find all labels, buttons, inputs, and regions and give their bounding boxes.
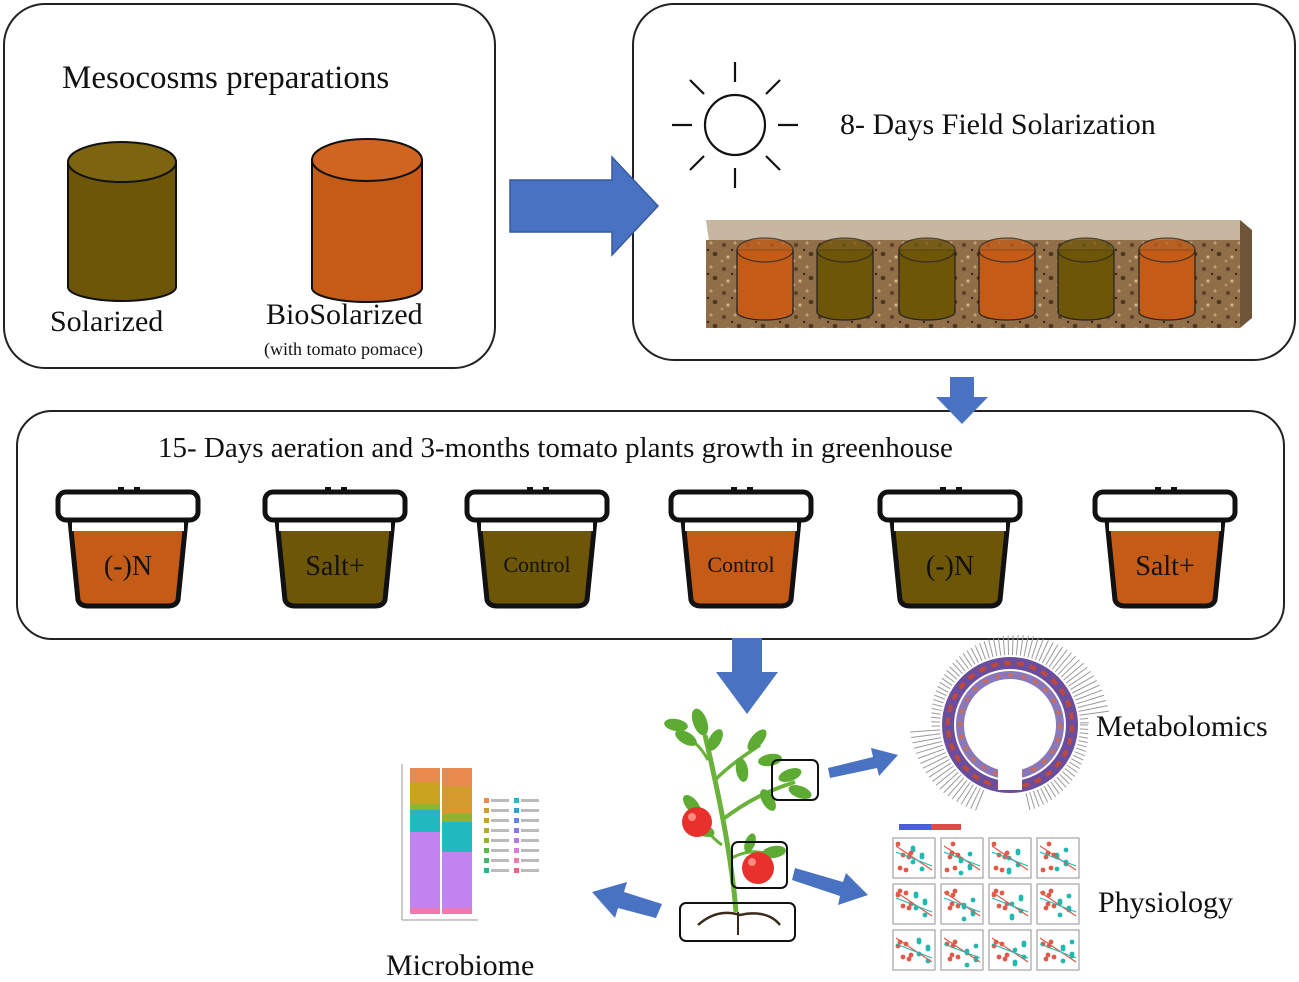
- greenhouse-pots: (-)N Salt+ Control Control (-)N Salt+: [58, 487, 1235, 606]
- arrow-to-microbiome: [592, 882, 662, 918]
- physiology-mini-plot: [989, 930, 1031, 970]
- microbiome-bar-segment: [442, 786, 472, 814]
- field-cylinder-biosolarized: [979, 238, 1035, 320]
- microbiome-bar-segment: [410, 768, 440, 782]
- pot-label: Salt+: [305, 551, 364, 582]
- pot-2: Salt+: [265, 487, 405, 606]
- pot-label: Control: [707, 552, 774, 577]
- microbiome-legend-swatch: [514, 838, 519, 843]
- microbiome-bar-segment: [442, 768, 472, 786]
- physiology-mini-plot: [989, 884, 1031, 924]
- microbiome-legend-swatch: [484, 828, 489, 833]
- physiology-plots-icon: [893, 824, 1079, 970]
- microbiome-bar-segment: [410, 832, 440, 908]
- microbiome-bar-segment: [410, 908, 440, 914]
- physiology-mini-plot: [941, 838, 983, 878]
- pot-label: (-)N: [104, 551, 152, 582]
- field-cylinder-biosolarized: [737, 238, 793, 320]
- tomato-plant-icon: [663, 706, 818, 941]
- microbiome-legend-swatch: [484, 818, 489, 823]
- microbiome-legend-swatch: [514, 858, 519, 863]
- arrow-down-to-greenhouse: [936, 377, 988, 424]
- arrow-to-metabolomics: [828, 748, 898, 778]
- arrow-down-to-plant: [716, 638, 778, 714]
- microbiome-legend-swatch: [484, 798, 489, 803]
- microbiome-legend-swatch: [484, 848, 489, 853]
- physiology-mini-plot: [893, 884, 935, 924]
- physiology-mini-plot: [1037, 930, 1079, 970]
- pot-label: Control: [503, 552, 570, 577]
- microbiome-bar-segment: [410, 782, 440, 804]
- pot-4: Control: [671, 487, 811, 606]
- microbiome-bar-segment: [442, 908, 472, 914]
- arrow-right-to-field: [510, 157, 658, 255]
- physiology-mini-plot: [893, 930, 935, 970]
- microbiome-legend-swatch: [514, 848, 519, 853]
- microbiome-legend-swatch: [514, 818, 519, 823]
- microbiome-bar-segment: [442, 852, 472, 908]
- biosolarized-cylinder: [312, 139, 422, 302]
- microbiome-legend-swatch: [484, 838, 489, 843]
- physiology-mini-plot: [1037, 884, 1079, 924]
- microbiome-legend-swatch: [484, 868, 489, 873]
- physiology-mini-plot: [989, 838, 1031, 878]
- sun-icon: [672, 62, 798, 188]
- field-cylinder-solarized: [899, 238, 955, 320]
- microbiome-bar-segment: [442, 822, 472, 852]
- physiology-mini-plot: [1037, 838, 1079, 878]
- microbiome-legend-swatch: [484, 858, 489, 863]
- field-cylinder-biosolarized: [1139, 238, 1195, 320]
- physiology-mini-plot: [941, 930, 983, 970]
- microbiome-legend-swatch: [514, 868, 519, 873]
- field-cylinder-solarized: [1058, 238, 1114, 320]
- pot-label: Salt+: [1135, 551, 1194, 582]
- pot-1: (-)N: [58, 487, 198, 606]
- pot-label: (-)N: [926, 551, 974, 582]
- pot-5: (-)N: [880, 487, 1020, 606]
- microbiome-legend-swatch: [514, 828, 519, 833]
- microbiome-legend-swatch: [514, 808, 519, 813]
- arrow-to-physiology: [792, 868, 868, 905]
- physiology-mini-plot: [941, 884, 983, 924]
- microbiome-bar-segment: [442, 814, 472, 822]
- pot-3: Control: [467, 487, 607, 606]
- microbiome-stacked-bar-icon: [402, 764, 539, 920]
- microbiome-legend-swatch: [514, 798, 519, 803]
- solarized-cylinder: [68, 142, 176, 301]
- field-cylinder-solarized: [817, 238, 873, 320]
- physiology-mini-plot: [893, 838, 935, 878]
- microbiome-bar-segment: [410, 810, 440, 832]
- microbiome-bar-segment: [410, 804, 440, 810]
- pot-6: Salt+: [1095, 487, 1235, 606]
- microbiome-legend-swatch: [484, 808, 489, 813]
- metabolomics-circular-plot-icon: [910, 635, 1109, 810]
